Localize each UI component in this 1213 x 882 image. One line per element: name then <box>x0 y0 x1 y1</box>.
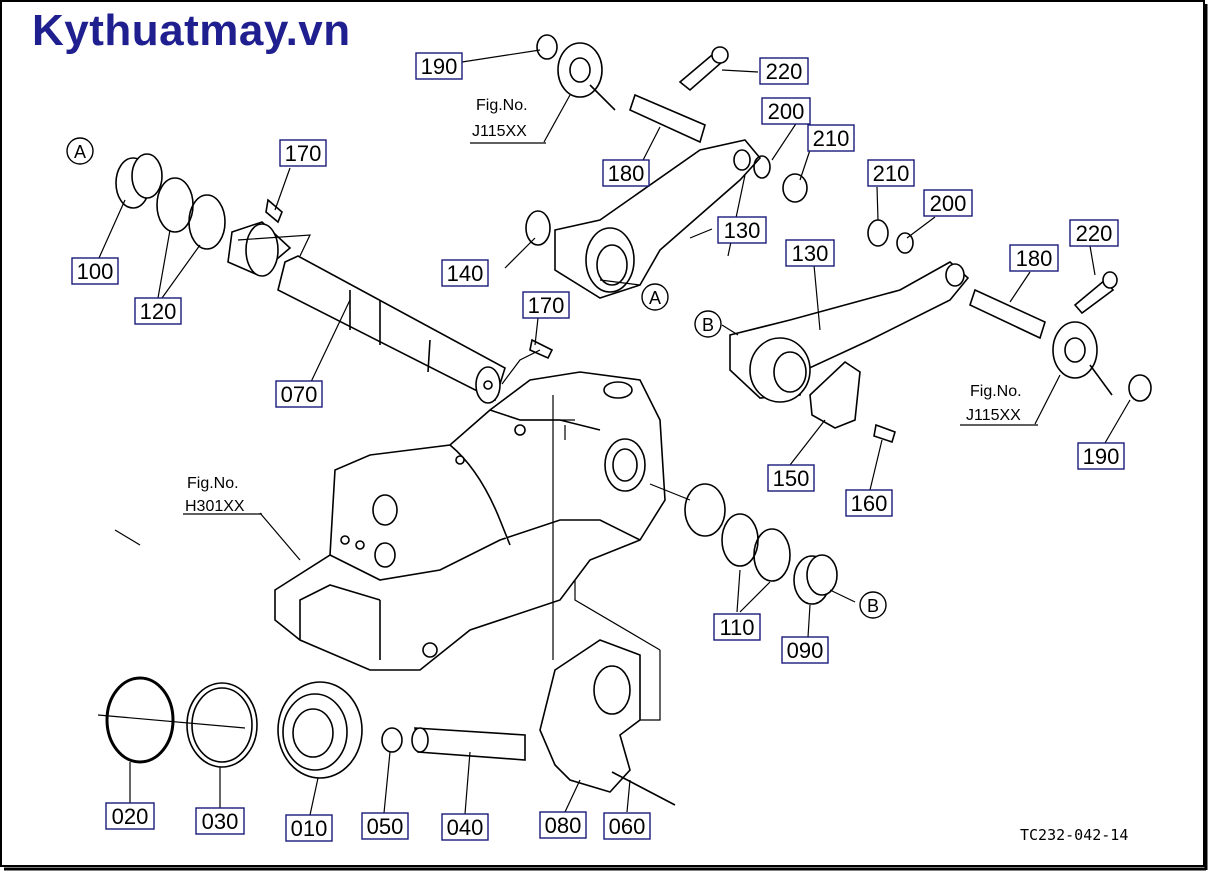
site-brand-watermark: Kythuatmay.vn <box>32 6 351 55</box>
figure-references: Fig.No. J115XX Fig.No. J115XX Fig.No. H3… <box>185 97 1022 515</box>
shaft-part <box>277 255 506 404</box>
svg-text:200: 200 <box>768 99 805 124</box>
svg-text:170: 170 <box>528 293 565 318</box>
svg-text:100: 100 <box>77 259 114 284</box>
callout-190-top: 190 <box>415 52 463 80</box>
fig-ref-label-right: Fig.No. <box>970 383 1022 400</box>
callout-220-top: 220 <box>759 57 809 85</box>
svg-text:070: 070 <box>281 382 318 407</box>
parts-artwork <box>105 34 1152 806</box>
marker-a-left: A <box>66 137 94 165</box>
drawing-code: TC232-042-14 <box>1020 826 1129 844</box>
svg-text:040: 040 <box>447 815 484 840</box>
callout-220-right: 220 <box>1069 219 1119 247</box>
callout-130-right: 130 <box>785 239 835 267</box>
callout-210-top: 210 <box>807 124 855 152</box>
svg-text:190: 190 <box>1083 444 1120 469</box>
callout-210-right: 210 <box>867 159 915 187</box>
svg-text:220: 220 <box>766 59 803 84</box>
svg-text:010: 010 <box>291 816 328 841</box>
svg-text:210: 210 <box>873 161 910 186</box>
svg-text:030: 030 <box>202 809 239 834</box>
svg-text:150: 150 <box>773 466 810 491</box>
callout-100: 100 <box>71 257 119 285</box>
left-bearing-parts <box>115 153 292 277</box>
callout-150: 150 <box>767 464 815 492</box>
svg-text:120: 120 <box>140 299 177 324</box>
svg-text:080: 080 <box>545 813 582 838</box>
svg-text:200: 200 <box>930 191 967 216</box>
callout-060: 060 <box>603 812 651 840</box>
svg-text:140: 140 <box>447 261 484 286</box>
callout-190-right: 190 <box>1077 442 1125 470</box>
fig-ref-code-housing: H301XX <box>185 498 245 515</box>
grease-nipple-top <box>265 198 283 224</box>
right-bearing-parts <box>684 483 838 605</box>
svg-text:160: 160 <box>851 491 888 516</box>
svg-text:060: 060 <box>609 814 646 839</box>
callout-170-mid: 170 <box>522 291 570 319</box>
fig-ref-code-top: J115XX <box>472 123 527 140</box>
callout-120: 120 <box>134 297 182 325</box>
svg-text:190: 190 <box>421 54 458 79</box>
callout-160: 160 <box>845 489 893 517</box>
svg-text:A: A <box>649 288 661 308</box>
callout-labels: 190 220 200 210 180 170 130 140 100 120 … <box>71 52 1125 842</box>
callout-030: 030 <box>195 807 245 835</box>
lower-linkage-parts <box>867 219 1152 402</box>
callout-070: 070 <box>275 380 323 408</box>
callout-180-right: 180 <box>1009 244 1059 272</box>
svg-text:110: 110 <box>719 615 754 640</box>
upper-lift-arm <box>554 139 762 299</box>
callout-080: 080 <box>539 811 587 839</box>
lift-crank-arm <box>539 639 676 806</box>
svg-text:130: 130 <box>724 218 761 243</box>
marker-b-bushing: B <box>859 591 887 619</box>
svg-text:180: 180 <box>1016 246 1053 271</box>
svg-text:170: 170 <box>285 141 322 166</box>
lower-lift-arm <box>729 261 970 403</box>
svg-text:210: 210 <box>813 126 850 151</box>
marker-b-arm: B <box>694 310 722 338</box>
fig-ref-label-housing: Fig.No. <box>187 475 239 492</box>
svg-text:220: 220 <box>1076 221 1113 246</box>
svg-text:130: 130 <box>792 241 829 266</box>
svg-text:050: 050 <box>367 814 404 839</box>
callout-200-right: 200 <box>923 189 973 217</box>
callout-020: 020 <box>105 802 155 830</box>
marker-a-arm: A <box>641 283 669 311</box>
fig-ref-code-right: J115XX <box>966 407 1021 424</box>
fig-ref-label-top: Fig.No. <box>476 97 528 114</box>
callout-010: 010 <box>285 814 333 842</box>
callout-090: 090 <box>781 636 829 664</box>
callout-200-top: 200 <box>761 97 811 125</box>
svg-text:090: 090 <box>787 638 824 663</box>
cylinder-parts <box>105 676 526 779</box>
svg-text:180: 180 <box>608 161 645 186</box>
svg-text:B: B <box>702 315 714 335</box>
callout-130-top: 130 <box>717 216 767 244</box>
svg-text:A: A <box>74 142 86 162</box>
bolt-part <box>873 423 896 444</box>
upper-linkage-parts <box>536 34 808 203</box>
callout-170-top: 170 <box>279 139 327 167</box>
callout-110: 110 <box>713 613 761 641</box>
svg-text:B: B <box>867 596 879 616</box>
circlip-part <box>525 210 551 246</box>
circled-markers: A A B B <box>66 137 887 619</box>
callout-180-top: 180 <box>602 159 650 187</box>
callout-140: 140 <box>441 259 489 287</box>
callout-040: 040 <box>441 813 489 841</box>
stopper-plate <box>809 360 861 429</box>
callout-050: 050 <box>361 812 409 840</box>
svg-text:020: 020 <box>112 804 149 829</box>
